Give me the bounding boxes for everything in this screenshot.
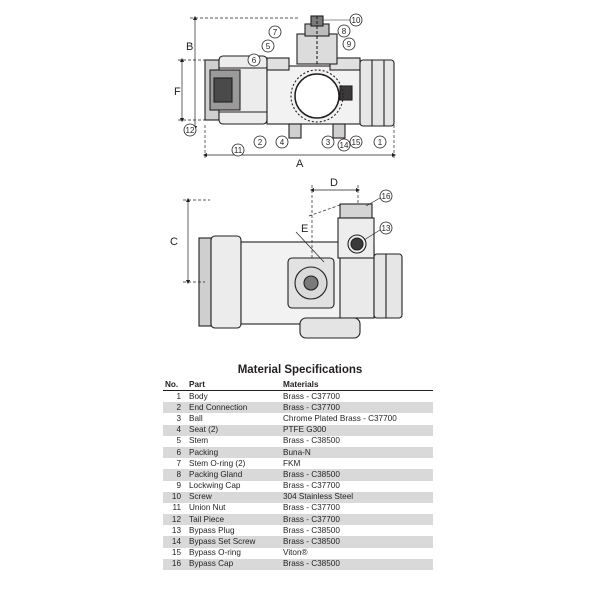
dim-d-label: D — [330, 177, 338, 189]
header-materials: Materials — [281, 379, 433, 391]
svg-text:3: 3 — [326, 138, 331, 147]
callout-15: 15 — [349, 135, 363, 149]
top-callouts: 10 8 9 7 5 6 12 11 2 4 3 14 15 1 — [183, 13, 387, 157]
callout-13: 13 — [363, 221, 393, 241]
callout-4: 4 — [275, 135, 289, 149]
side-body-shape — [240, 241, 403, 339]
svg-text:13: 13 — [382, 224, 391, 233]
side-dimensions — [183, 185, 361, 285]
svg-text:16: 16 — [382, 192, 391, 201]
svg-text:7: 7 — [273, 28, 278, 37]
side-union-nut-shape — [198, 235, 242, 329]
header-part: Part — [187, 379, 281, 391]
callout-7: 7 — [268, 25, 282, 39]
callout-11: 11 — [231, 143, 245, 157]
valve-drawing: B F A 10 8 9 7 5 6 12 11 2 4 3 14 15 1 — [170, 13, 403, 339]
callout-1: 1 — [373, 135, 387, 149]
svg-text:2: 2 — [258, 138, 263, 147]
dim-c-label: C — [170, 236, 178, 248]
callout-16: 16 — [365, 189, 393, 207]
dim-a-label: A — [296, 158, 304, 170]
callout-6: 6 — [247, 53, 261, 67]
header-no: No. — [163, 379, 187, 391]
callout-2: 2 — [253, 135, 267, 149]
callout-8: 8 — [337, 24, 351, 38]
side-view — [198, 203, 403, 339]
svg-text:11: 11 — [234, 146, 243, 155]
svg-text:8: 8 — [342, 27, 347, 36]
stem-shape — [296, 15, 338, 66]
dim-f-label: F — [174, 86, 181, 98]
svg-text:15: 15 — [352, 138, 361, 147]
callout-3: 3 — [321, 135, 335, 149]
svg-text:6: 6 — [252, 56, 257, 65]
top-view — [204, 15, 395, 139]
spec-title: Material Specifications — [237, 364, 363, 376]
svg-text:9: 9 — [347, 40, 352, 49]
side-callouts: 16 13 — [363, 189, 393, 241]
callout-14: 14 — [337, 138, 351, 152]
svg-text:4: 4 — [280, 138, 285, 147]
svg-text:10: 10 — [352, 16, 361, 25]
svg-text:14: 14 — [340, 141, 349, 150]
ball-shape — [294, 73, 340, 119]
spec-header-row: No. Part Materials — [163, 379, 433, 391]
callout-5: 5 — [261, 39, 275, 53]
svg-text:5: 5 — [266, 42, 271, 51]
svg-text:12: 12 — [186, 126, 195, 135]
svg-text:1: 1 — [378, 138, 383, 147]
bypass-cap-shape — [337, 203, 375, 259]
union-nut-shape — [204, 55, 268, 125]
dim-e-label: E — [301, 223, 308, 235]
callout-9: 9 — [342, 37, 356, 51]
callout-10: 10 — [323, 13, 363, 27]
dim-b-label: B — [186, 41, 193, 53]
callout-12: 12 — [183, 123, 197, 137]
